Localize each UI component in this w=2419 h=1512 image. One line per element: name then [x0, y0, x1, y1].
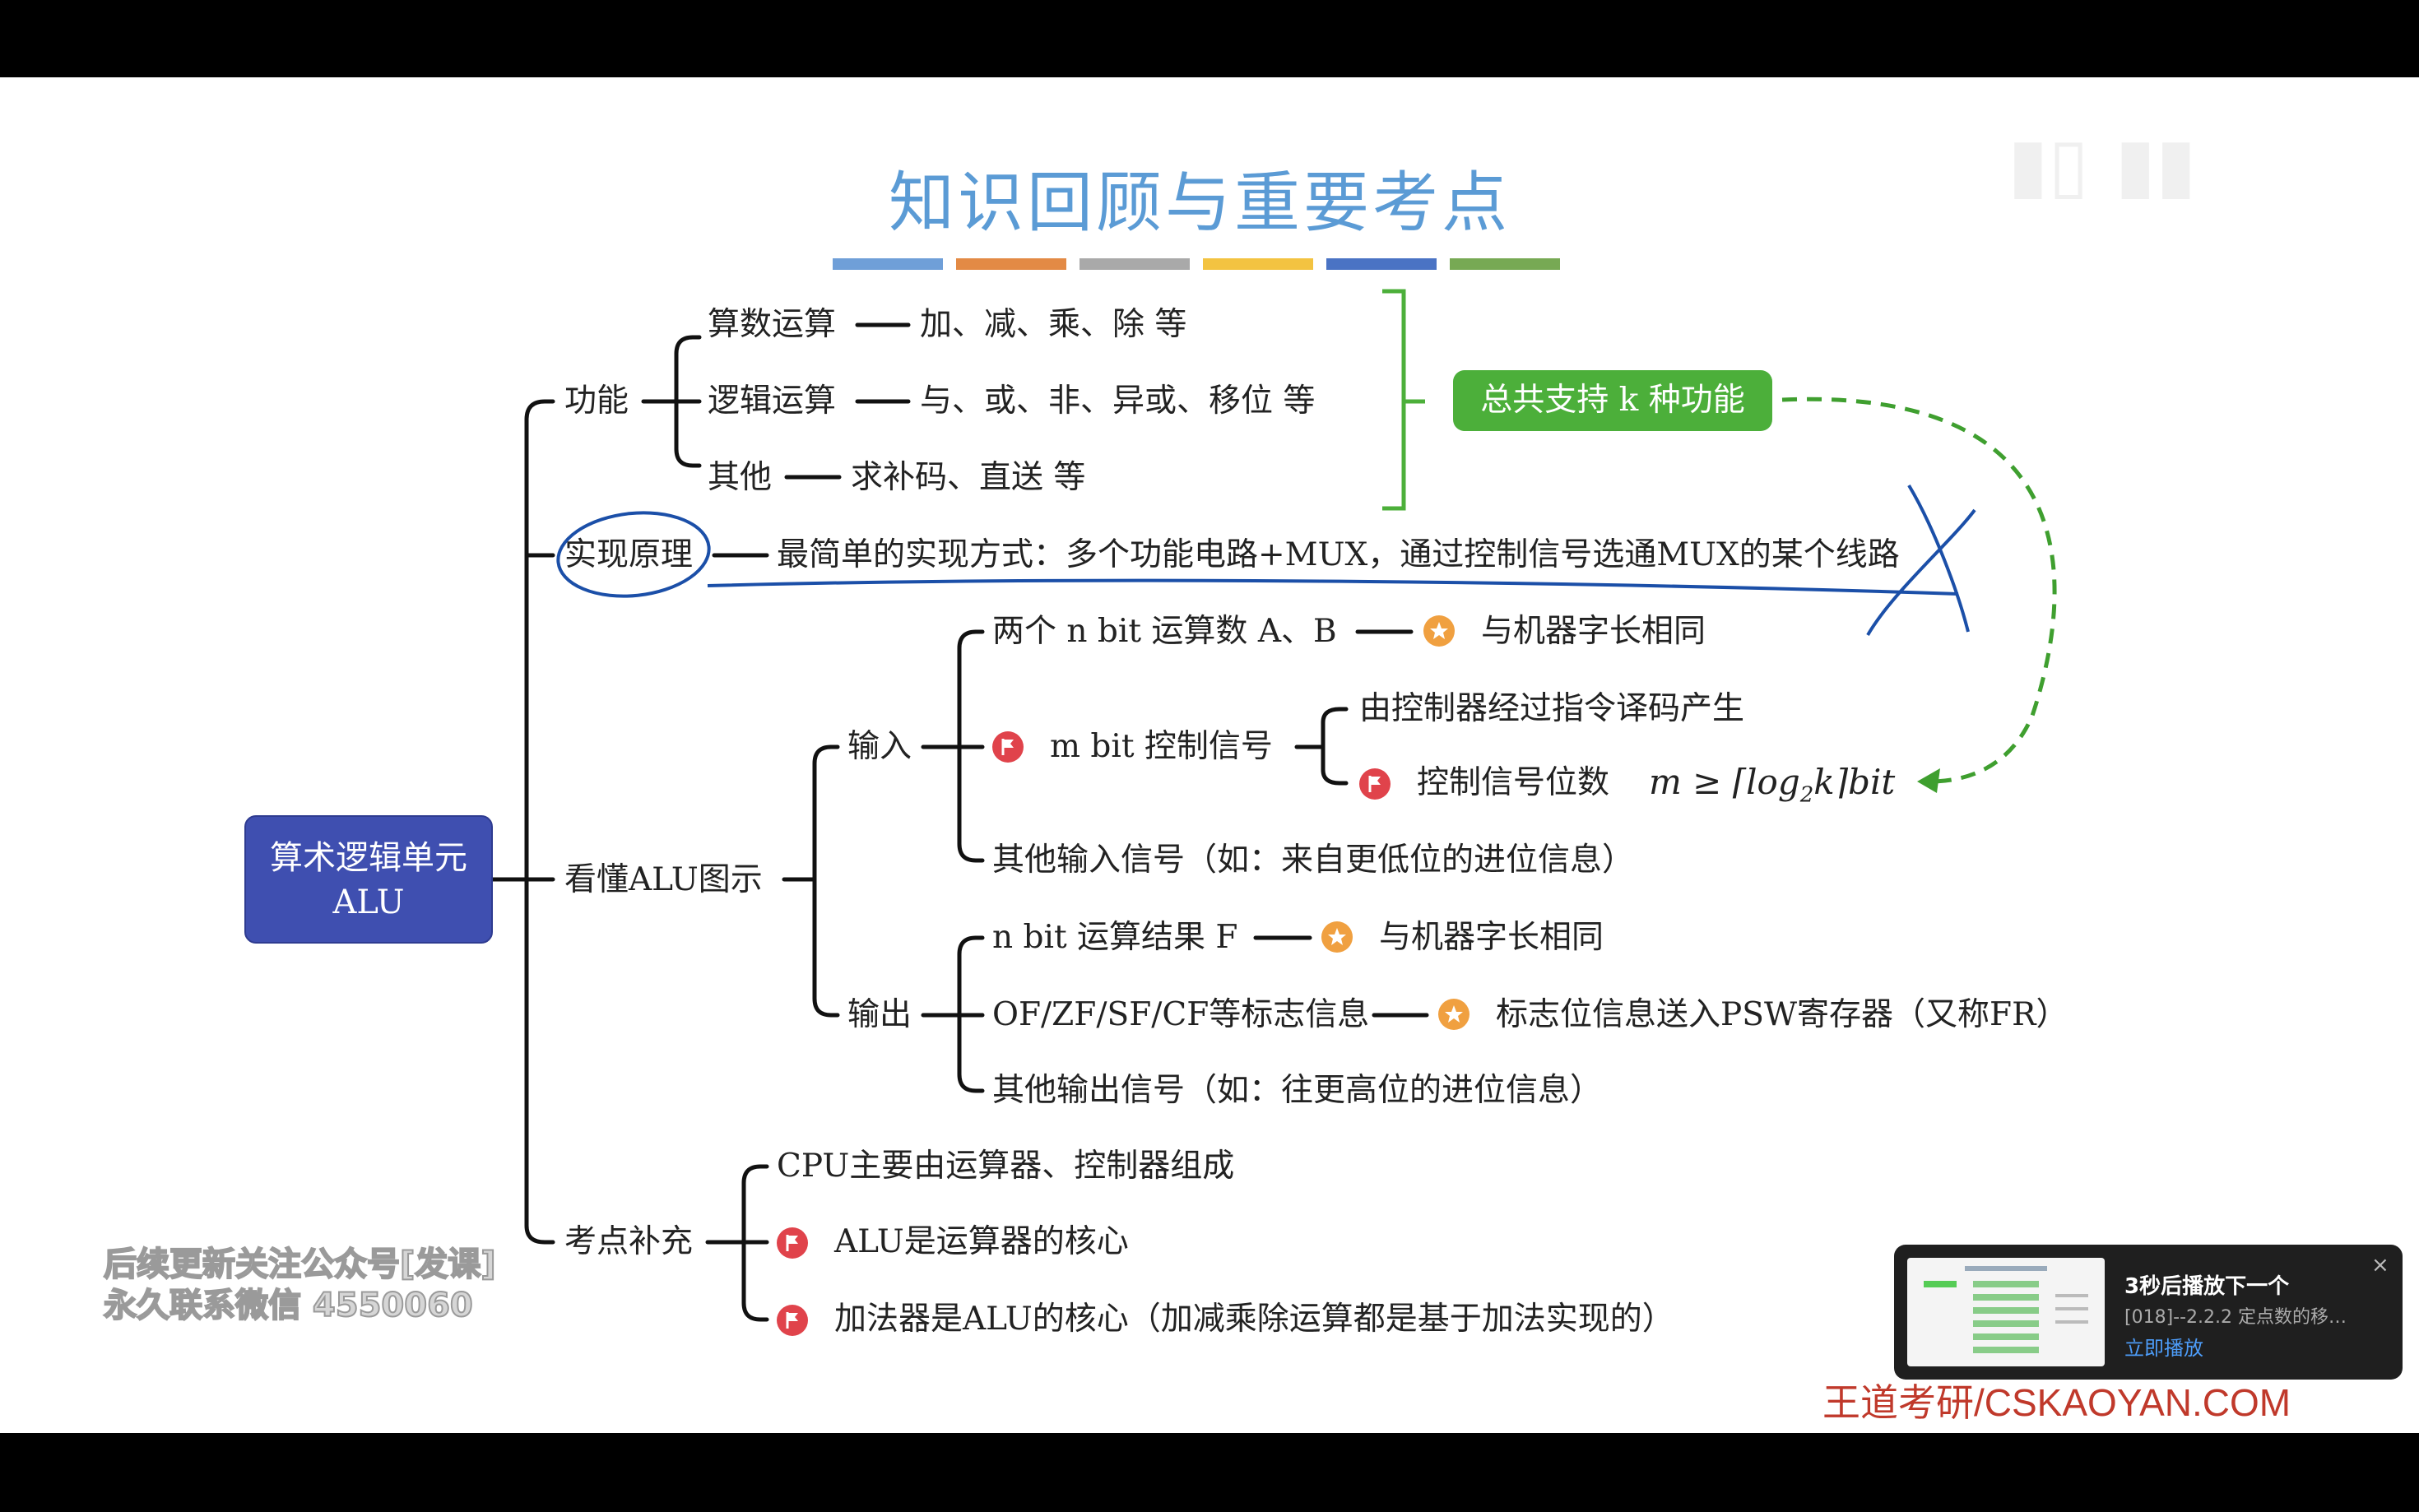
function-summary-badge: 总共支持 k 种功能 — [1453, 370, 1772, 431]
operands-note: 与机器字长相同 — [1481, 613, 1706, 650]
flag-icon — [777, 1305, 808, 1336]
faint-logo: ▮▯ ▮▮ — [2008, 122, 2197, 208]
color-bar — [1326, 258, 1437, 270]
control-source: 由控制器经过指令译码产生 — [1359, 690, 1745, 727]
star-icon — [1438, 999, 1470, 1030]
node-arith-detail: 加、减、乘、除 等 — [920, 306, 1187, 343]
supplement-item: ALU是运算器的核心 — [834, 1223, 1129, 1260]
principle-detail: 最简单的实现方式：多个功能电路+MUX，通过控制信号选通MUX的某个线路 — [777, 536, 1900, 573]
node-diagram: 看懂ALU图示 — [564, 861, 763, 898]
supplement-item: CPU主要由运算器、控制器组成 — [777, 1148, 1235, 1185]
control-bits-formula: m ≥ ⌈log2k⌉bit — [1649, 762, 1896, 808]
flag-icon — [1359, 768, 1391, 800]
control-bits: 控制信号位数 — [1417, 764, 1610, 801]
next-video-subtitle[interactable]: [018]--2.2.2 定点数的移… — [2124, 1307, 2347, 1328]
color-bar — [956, 258, 1066, 270]
node-logic: 逻辑运算 — [708, 383, 837, 420]
color-bar — [1203, 258, 1313, 270]
color-bar — [1450, 258, 1560, 270]
node-other-detail: 求补码、直送 等 — [851, 459, 1086, 496]
watermark-line: 永久联系微信 4550060 — [103, 1286, 474, 1325]
input-operands: 两个 n bit 运算数 A、B — [992, 613, 1337, 650]
node-principle: 实现原理 — [564, 536, 694, 573]
node-function: 功能 — [564, 383, 629, 420]
output-flags: OF/ZF/SF/CF等标志信息 — [992, 996, 1370, 1033]
flag-icon — [992, 731, 1024, 763]
output-result: n bit 运算结果 F — [992, 919, 1238, 956]
star-icon — [1321, 921, 1353, 953]
next-video-thumbnail[interactable] — [1907, 1258, 2105, 1366]
node-supplement: 考点补充 — [564, 1223, 694, 1260]
flags-note: 标志位信息送入PSW寄存器（又称FR） — [1496, 996, 2068, 1033]
star-icon — [1423, 615, 1455, 647]
brand-label: 王道考研/CSKAOYAN.COM — [1822, 1381, 2291, 1424]
slide — [0, 77, 2419, 1433]
result-note: 与机器字长相同 — [1379, 919, 1604, 956]
slide-title: 知识回顾与重要考点 — [889, 165, 1511, 241]
input-other: 其他输入信号（如：来自更低位的进位信息） — [992, 842, 1635, 879]
close-icon[interactable]: × — [2371, 1253, 2389, 1278]
node-other: 其他 — [708, 459, 773, 496]
color-bar — [1079, 258, 1190, 270]
watermark-line: 后续更新关注公众号[发课] — [103, 1245, 497, 1284]
next-video-title: 3秒后播放下一个 — [2124, 1274, 2290, 1299]
node-output: 输出 — [847, 996, 912, 1033]
flag-icon — [777, 1227, 808, 1259]
root-node-alu: 算术逻辑单元 ALU — [244, 815, 493, 944]
output-other: 其他输出信号（如：往更高位的进位信息） — [992, 1072, 1603, 1109]
input-control: m bit 控制信号 — [1050, 728, 1273, 765]
color-bar — [833, 258, 943, 270]
play-now-link[interactable]: 立即播放 — [2124, 1337, 2203, 1360]
node-arith: 算数运算 — [708, 306, 837, 343]
supplement-item: 加法器是ALU的核心（加减乘除运算都是基于加法实现的） — [834, 1301, 1674, 1338]
node-input: 输入 — [847, 728, 912, 765]
node-logic-detail: 与、或、非、异或、移位 等 — [920, 383, 1316, 420]
next-video-popup[interactable]: 3秒后播放下一个 [018]--2.2.2 定点数的移… 立即播放 × — [1894, 1245, 2403, 1380]
